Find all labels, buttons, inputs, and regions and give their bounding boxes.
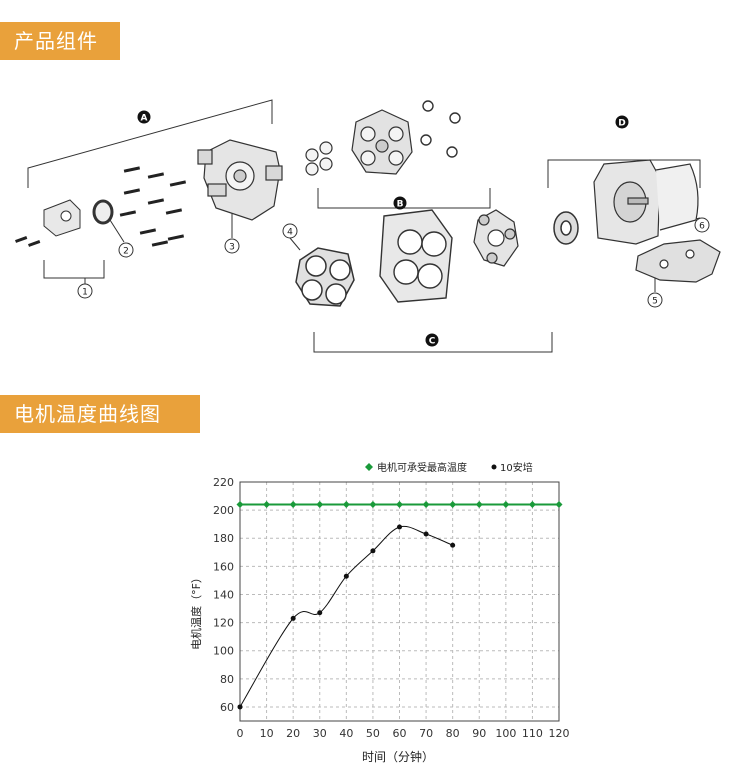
- chart-grid: [239, 481, 560, 721]
- data-point-10a: [290, 615, 296, 621]
- y-tick-label: 200: [213, 504, 234, 517]
- data-point-max-temp: [263, 500, 271, 508]
- part-number-5: 5: [652, 297, 658, 307]
- x-tick-label: 110: [522, 727, 543, 740]
- x-tick-label: 120: [549, 727, 570, 740]
- y-tick-label: 140: [213, 588, 234, 601]
- legend-marker-max-temp: [365, 463, 373, 471]
- x-tick-label: 10: [260, 727, 274, 740]
- y-tick-label: 160: [213, 560, 234, 573]
- x-tick-label: 100: [495, 727, 516, 740]
- data-point-max-temp: [475, 500, 483, 508]
- x-tick-label: 30: [313, 727, 327, 740]
- x-tick-labels: 0 10 20 30 40 50 60 70 80 90 100 110 120: [237, 727, 570, 740]
- data-point-max-temp: [502, 500, 510, 508]
- data-point-max-temp: [236, 500, 244, 508]
- data-point-10a: [423, 531, 429, 537]
- x-tick-label: 60: [393, 727, 407, 740]
- group-label-d: D: [618, 119, 625, 129]
- data-point-10a: [370, 548, 376, 554]
- motor-temperature-chart: 0 10 20 30 40 50 60 70 80 90 100 110 120 60 80 100 120 1…: [189, 461, 570, 764]
- chart-legend: 电机可承受最高温度 10安培: [365, 461, 533, 474]
- part-number-1: 1: [82, 288, 88, 298]
- x-tick-label: 0: [237, 727, 244, 740]
- data-point-10a: [317, 610, 323, 616]
- data-point-max-temp: [396, 500, 403, 508]
- data-point-10a: [397, 524, 402, 530]
- part-number-2: 2: [123, 247, 129, 257]
- group-label-c: C: [429, 337, 436, 347]
- y-tick-label: 60: [220, 701, 234, 714]
- data-point-max-temp: [316, 500, 324, 508]
- data-point-max-temp: [555, 500, 563, 508]
- plot-frame: [239, 481, 560, 722]
- exploded-parts-diagram: A B C D 1 2 3 4 5 6: [15, 99, 721, 353]
- group-label-a: A: [141, 114, 148, 124]
- part-number-4: 4: [287, 228, 293, 238]
- y-tick-label: 220: [213, 476, 234, 489]
- data-point-max-temp: [369, 500, 377, 508]
- x-tick-label: 90: [472, 727, 486, 740]
- data-point-max-temp: [528, 500, 536, 508]
- y-tick-labels: 60 80 100 120 140 160 180 200 220: [213, 476, 234, 714]
- y-axis-label: 电机温度（°F）: [189, 572, 203, 650]
- chart-series: [236, 500, 563, 710]
- part-number-6: 6: [699, 222, 705, 232]
- legend-label-max-temp: 电机可承受最高温度: [377, 461, 467, 474]
- y-tick-label: 120: [213, 617, 234, 630]
- data-point-10a: [450, 542, 456, 548]
- x-axis-label: 时间（分钟）: [362, 749, 434, 764]
- x-tick-label: 70: [419, 727, 433, 740]
- y-tick-label: 100: [213, 645, 234, 658]
- section-header-temperature-curve: 电机温度曲线图: [0, 395, 200, 433]
- x-tick-label: 50: [366, 727, 380, 740]
- section-header-components: 产品组件: [0, 22, 120, 60]
- data-point-10a: [237, 704, 243, 710]
- data-point-max-temp: [422, 500, 430, 508]
- legend-label-10a: 10安培: [500, 461, 533, 474]
- x-tick-label: 80: [446, 727, 460, 740]
- data-point-max-temp: [449, 500, 457, 508]
- data-point-max-temp: [342, 500, 350, 508]
- group-label-b: B: [397, 200, 404, 210]
- data-point-max-temp: [289, 500, 297, 508]
- data-point-10a: [343, 573, 349, 579]
- x-tick-label: 40: [339, 727, 353, 740]
- y-tick-label: 180: [213, 532, 234, 545]
- y-tick-label: 80: [220, 673, 234, 686]
- part-number-3: 3: [229, 243, 235, 253]
- x-tick-label: 20: [286, 727, 300, 740]
- legend-marker-10a: [491, 464, 497, 470]
